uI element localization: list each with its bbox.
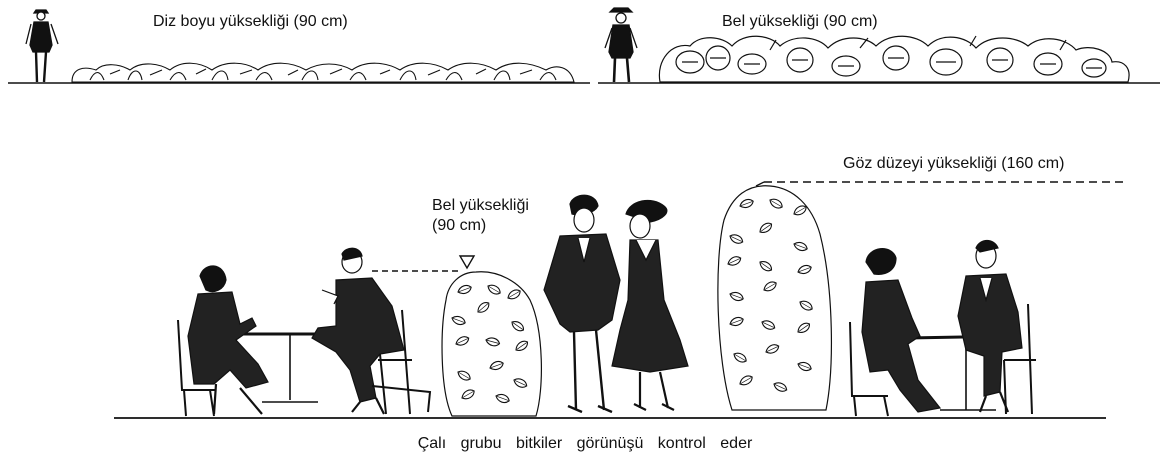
waist-height-shrub [442,272,541,416]
waist-height-label-scene: Bel yüksekliği (90 cm) [432,196,529,236]
standing-man-figure-left [26,10,58,82]
waist-height-label-line1: Bel yüksekliği [432,196,529,216]
standing-man-figure-right [605,8,637,82]
waist-height-marker-icon [460,256,474,268]
standing-man-center [544,195,620,412]
seated-woman-left [178,266,268,416]
seated-man-left [312,248,430,414]
knee-height-hedge [72,63,574,82]
standing-woman-center [612,200,688,410]
knee-height-label: Diz boyu yüksekliği (90 cm) [153,12,348,31]
seated-man-right [958,241,1036,415]
waist-height-label-top: Bel yüksekliği (90 cm) [722,12,878,31]
figure-caption: Çalı grubu bitkiler görünüşü kontrol ede… [0,434,1170,453]
seated-woman-right [850,249,940,416]
eye-level-shrub [718,186,832,410]
eye-level-label: Göz düzeyi yüksekliği (160 cm) [843,154,1064,173]
waist-height-label-line2: (90 cm) [432,216,529,236]
waist-height-hedge [659,36,1129,82]
